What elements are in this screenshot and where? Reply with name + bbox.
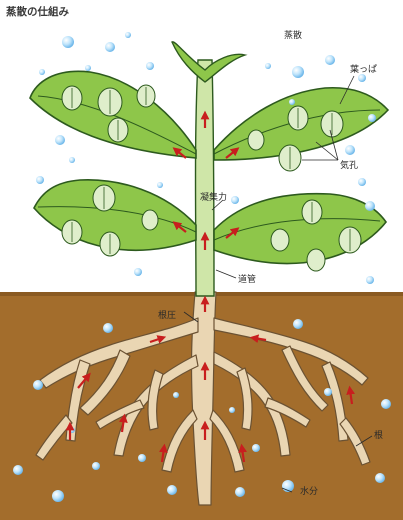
label-transpiration: 蒸散 <box>284 29 302 41</box>
label-root-pressure: 根圧 <box>158 309 176 321</box>
diagram-title: 蒸散の仕組み <box>6 5 69 18</box>
stem <box>196 60 215 296</box>
label-vessel: 道管 <box>238 273 256 285</box>
label-cohesion: 凝集力 <box>200 191 227 203</box>
label-root: 根 <box>374 429 383 441</box>
leaf-lower-right <box>214 194 386 264</box>
label-water: 水分 <box>300 485 318 497</box>
label-stomata: 気孔 <box>340 159 358 171</box>
label-leaf: 葉っぱ <box>350 63 377 75</box>
